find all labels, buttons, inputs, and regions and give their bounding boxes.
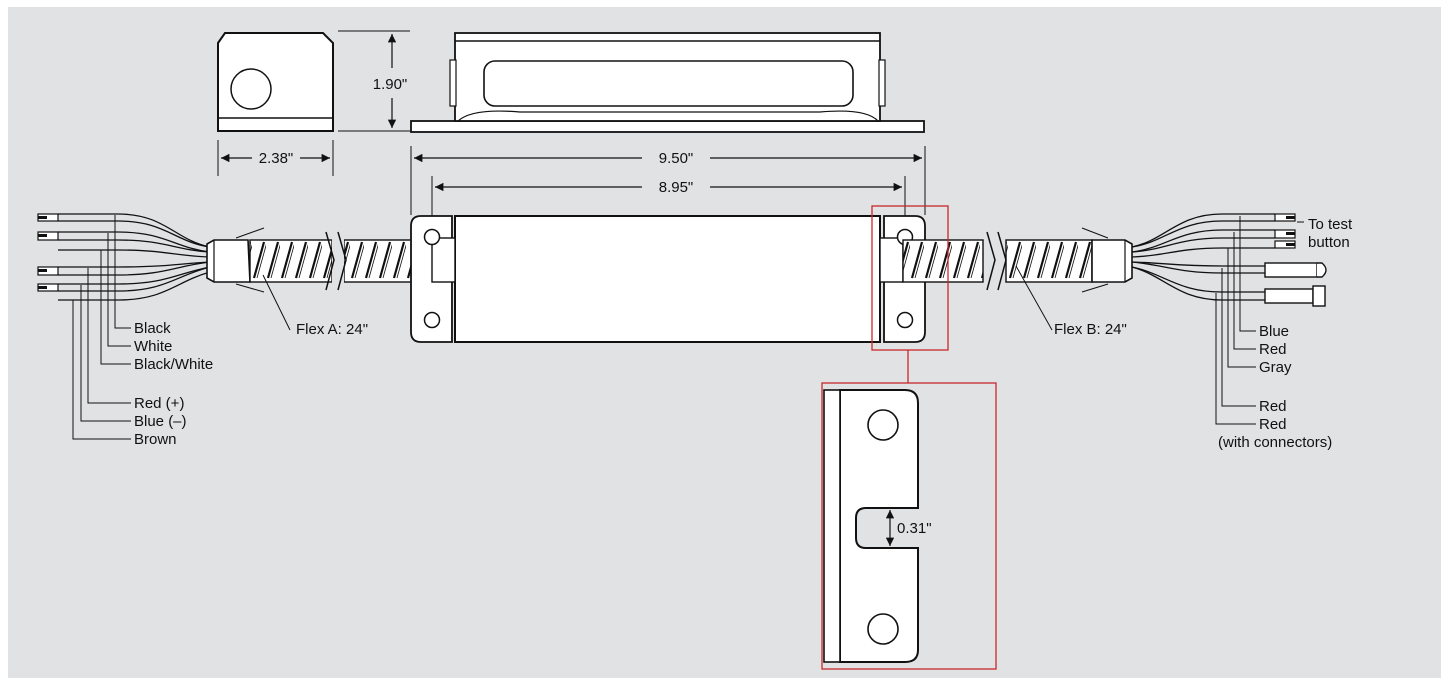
flex-b-conduit: [902, 239, 984, 283]
ballast-top-view: [410, 215, 926, 343]
wire-label-red-2: Red: [1259, 398, 1287, 415]
spade-connector-1: [1264, 262, 1318, 278]
wire-label-red-3: Red: [1259, 416, 1287, 433]
right-mounting-hole: [896, 311, 914, 329]
flange-detail-callout: 0.31": [821, 205, 997, 670]
right-wire-labels: Blue Red Gray Red Red (with connectors): [1215, 216, 1332, 451]
flex-a-label: Flex A: 24": [296, 321, 368, 338]
wire-label-gray: Gray: [1259, 359, 1292, 376]
wire-label-brown: Brown: [134, 431, 177, 448]
right-flex-assembly: Flex B: 24" To test button: [902, 213, 1353, 338]
spade-connector-2: [1264, 288, 1314, 304]
wire-label-black-white: Black/White: [134, 356, 213, 373]
detail-frame: [821, 382, 997, 670]
knockout-hole: [230, 68, 272, 110]
wire-label-red-positive: Red (+): [134, 395, 184, 412]
detail-flange: [839, 389, 919, 663]
wire-label-blue-negative: Blue (–): [134, 413, 187, 430]
dim-slot-width: 0.31": [897, 520, 932, 537]
dim-width-end: 2.38": [259, 150, 294, 167]
dim-hole-spacing: 8.95": [659, 179, 694, 196]
flex-a-conduit: [249, 239, 333, 283]
wire-label-with-connectors: (with connectors): [1218, 434, 1332, 451]
right-flex-connector: [1091, 239, 1133, 283]
end-view: 2.38": [217, 32, 334, 176]
side-label-recess: [483, 60, 854, 107]
side-view: 1.90": [338, 30, 925, 133]
wire-label-white: White: [134, 338, 172, 355]
test-button-label-line2: button: [1308, 234, 1350, 251]
left-mounting-hole: [423, 311, 441, 329]
ballast-body: [454, 215, 881, 343]
detail-highlight-box: [871, 205, 949, 351]
side-flange: [410, 120, 925, 133]
wire-label-red: Red: [1259, 341, 1287, 358]
dim-height: 1.90": [373, 76, 408, 93]
test-button-label-line1: To test: [1308, 216, 1353, 233]
flex-b-label: Flex B: 24": [1054, 321, 1127, 338]
dim-length-overall: 9.50": [659, 150, 694, 167]
wire-label-blue: Blue: [1259, 323, 1289, 340]
left-wire-labels: Black White Black/White Red (+) Blue (–)…: [72, 215, 213, 448]
wire-label-black: Black: [134, 320, 171, 337]
